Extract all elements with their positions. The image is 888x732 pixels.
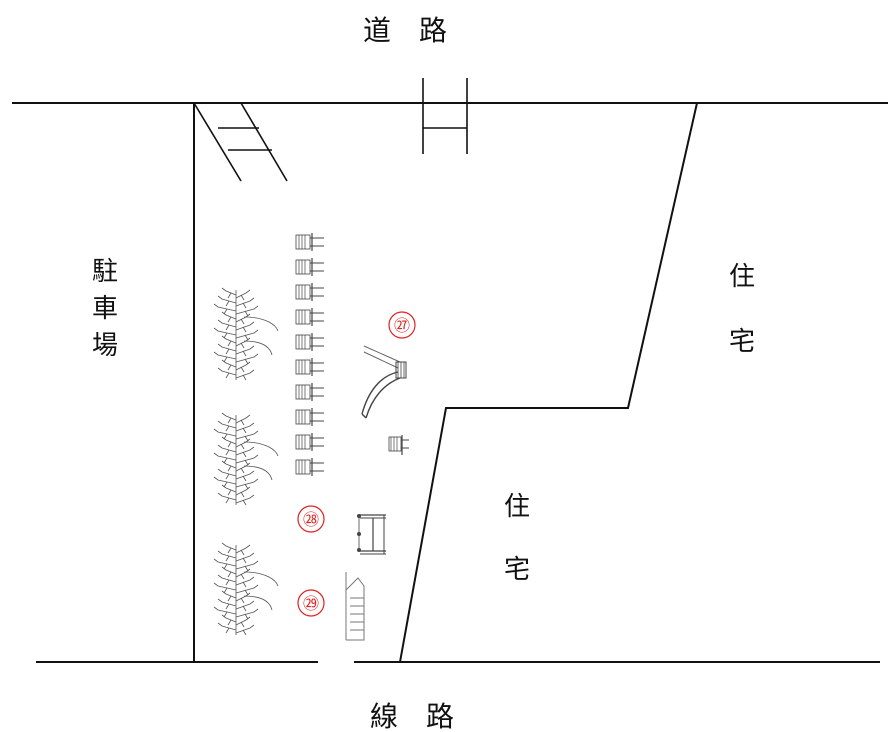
house-right-char: 宅 (729, 327, 755, 357)
chair-icon (295, 283, 324, 301)
tree-icon (213, 542, 279, 636)
tree-group (213, 287, 279, 636)
house-right-char: 住 (729, 262, 755, 292)
house-outline (399, 102, 698, 663)
chair-icon (295, 333, 324, 351)
slide-icon (361, 345, 407, 419)
tree-icon (213, 412, 279, 506)
chair-icon (295, 458, 324, 476)
chair-icon (295, 233, 324, 251)
parking-label-char: 車 (92, 294, 118, 324)
parking-label-char: 駐 (92, 257, 118, 287)
marker-28: ㉘ (297, 505, 325, 533)
marker-28-label: ㉘ (303, 510, 319, 529)
ladder-icon (345, 572, 365, 641)
chair-icon (388, 435, 409, 455)
entrance-mark-left (193, 102, 288, 182)
swing-icon (357, 514, 386, 555)
house-center-char: 住 (504, 492, 530, 522)
chair-icon (295, 408, 324, 426)
chair-column (295, 233, 324, 476)
marker-27-label: ㉗ (394, 316, 410, 335)
house-center-char: 宅 (504, 555, 530, 585)
top-road-label: 道 路 (363, 14, 447, 47)
marker-29: ㉙ (297, 589, 325, 617)
chair-icon (295, 308, 324, 326)
chair-icon (295, 433, 324, 451)
parking-label-char: 場 (92, 331, 118, 361)
chair-icon (295, 358, 324, 376)
chair-icon (295, 258, 324, 276)
bottom-road-label: 線 路 (370, 700, 454, 732)
entrance-mark-center (422, 78, 468, 154)
chair-icon (295, 383, 324, 401)
house-center-label: 住 宅 (504, 492, 530, 585)
parking-label: 駐 車 場 (92, 257, 118, 361)
marker-27: ㉗ (388, 311, 416, 339)
marker-29-label: ㉙ (303, 594, 319, 613)
house-right-label: 住 宅 (729, 262, 755, 357)
tree-icon (213, 287, 279, 381)
